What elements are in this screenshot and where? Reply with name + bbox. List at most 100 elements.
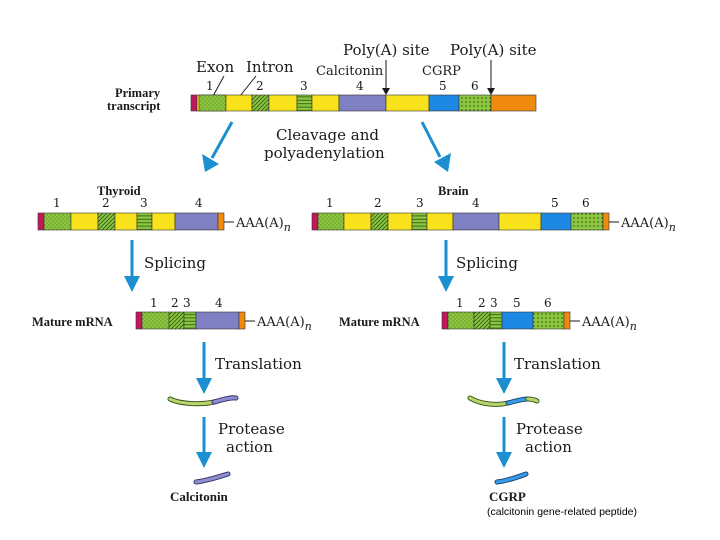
brain-mrna-polya-tail: AAA(A)n — [581, 315, 637, 333]
cgrp-full-name: (calcitonin gene-related peptide) — [487, 506, 637, 518]
brain-exon-4 — [452, 212, 500, 231]
thyroid-exon-number-4: 4 — [195, 196, 203, 210]
cleavage-arrow-left — [202, 121, 234, 172]
cgrp-site-label: CGRP — [422, 64, 461, 79]
calcitonin-peptide — [193, 471, 231, 485]
mature-mrna-label-right: Mature mRNA — [339, 315, 420, 329]
brain-exon-number-1: 1 — [326, 196, 334, 210]
thyroid-polya-tail: AAA(A)n — [235, 216, 291, 234]
brain-intron-1 — [343, 212, 372, 231]
primary-intron-c — [268, 94, 298, 112]
thyroid-mature-mrna-bar — [135, 311, 246, 330]
brain-mrna-exon-number-6: 6 — [544, 296, 552, 310]
splicing-label-left: Splicing — [144, 254, 206, 272]
protease-label-left-line1: Protease — [218, 420, 285, 438]
protease-label-right: Protease action — [516, 420, 588, 456]
translation-label-left: Translation — [215, 355, 302, 373]
brain-exon-2 — [370, 212, 389, 231]
brain-polya-sub: n — [669, 221, 676, 234]
brain-mrna-exon-2 — [473, 311, 491, 330]
brain-exon-number-5: 5 — [551, 196, 559, 210]
cgrp-peptide — [494, 471, 529, 485]
brain-mrna-exon-3 — [489, 311, 503, 330]
thyroid-mrna-tail-marker — [238, 311, 246, 330]
primary-intron-b — [225, 94, 253, 112]
primary-exon-number-1: 1 — [206, 79, 214, 93]
primary-transcript-label-line1: Primary — [115, 86, 161, 100]
primary-intron-d — [311, 94, 340, 112]
primary-exon-3 — [296, 94, 313, 112]
thyroid-mrna-cap — [135, 311, 143, 330]
thyroid-exon-3 — [136, 212, 153, 231]
primary-intron-e — [385, 94, 430, 112]
thyroid-mrna-polya-base: AAA(A) — [256, 315, 305, 330]
thyroid-polya-base: AAA(A) — [235, 216, 284, 231]
brain-mrna-exon-number-1: 1 — [456, 296, 464, 310]
primary-transcript-label: Primary transcript — [107, 86, 163, 113]
cleavage-label-line2: polyadenylation — [264, 144, 385, 162]
brain-polya-tail: AAA(A)n — [620, 216, 676, 234]
cleavage-label-line1: Cleavage and — [276, 126, 379, 144]
thyroid-exon-4 — [174, 212, 219, 231]
translation-arrow-right — [496, 342, 512, 394]
thyroid-intron-2 — [114, 212, 138, 231]
splicing-label-right: Splicing — [456, 254, 518, 272]
primary-exon-number-3: 3 — [300, 79, 308, 93]
thyroid-mrna-exon-number-1: 1 — [150, 296, 158, 310]
intron-label: Intron — [246, 58, 294, 76]
thyroid-mrna-exon-number-2: 2 — [171, 296, 179, 310]
thyroid-label: Thyroid — [97, 184, 141, 198]
calcitonin-precursor-peptide — [167, 395, 239, 407]
thyroid-exon-number-1: 1 — [53, 196, 61, 210]
polya-site-label-2: Poly(A) site — [450, 41, 537, 59]
thyroid-exon-number-2: 2 — [102, 196, 110, 210]
primary-exon-4 — [338, 94, 387, 112]
polya-site-arrow-1 — [382, 60, 390, 95]
brain-mrna-exon-number-3: 3 — [490, 296, 498, 310]
primary-exon-6 — [458, 94, 492, 112]
intron-pointer — [239, 75, 257, 97]
primary-exon-2 — [251, 94, 270, 112]
splicing-arrow-left — [124, 240, 140, 292]
primary-cap — [190, 94, 198, 112]
brain-exon-3 — [411, 212, 428, 231]
thyroid-mrna-polya-tail: AAA(A)n — [256, 315, 312, 333]
brain-polya-base: AAA(A) — [620, 216, 669, 231]
brain-mrna-exon-number-2: 2 — [478, 296, 486, 310]
thyroid-mrna-exon-number-4: 4 — [215, 296, 223, 310]
brain-mrna-exon-1 — [447, 311, 475, 330]
thyroid-mrna-exon-3 — [183, 311, 197, 330]
thyroid-mrna-exon-1 — [141, 311, 170, 330]
protease-label-right-line1: Protease — [516, 420, 583, 438]
primary-exon-1 — [198, 94, 227, 112]
primary-transcript-label-line2: transcript — [107, 99, 161, 113]
thyroid-mrna-exon-number-3: 3 — [183, 296, 191, 310]
thyroid-exon-number-3: 3 — [140, 196, 148, 210]
primary-exon-number-6: 6 — [471, 79, 479, 93]
cgrp-product-label: CGRP — [489, 489, 526, 504]
primary-tail — [490, 94, 537, 112]
brain-intron-3 — [426, 212, 454, 231]
brain-mrna-exon-6 — [532, 311, 565, 330]
thyroid-tail-marker — [217, 212, 225, 231]
brain-exon-number-4: 4 — [472, 196, 480, 210]
brain-exon-number-2: 2 — [374, 196, 382, 210]
brain-exon-number-3: 3 — [416, 196, 424, 210]
thyroid-mrna-polya-sub: n — [305, 320, 312, 333]
brain-intron-2 — [387, 212, 413, 231]
mature-mrna-label-left: Mature mRNA — [32, 315, 113, 329]
protease-label-left-line2: action — [226, 438, 273, 456]
brain-exon-6 — [570, 212, 604, 231]
protease-arrow-right — [496, 417, 512, 468]
brain-tail-marker — [602, 212, 610, 231]
primary-exon-number-5: 5 — [439, 79, 447, 93]
thyroid-mrna-exon-2 — [168, 311, 185, 330]
thyroid-exon-1 — [43, 212, 72, 231]
brain-exon-number-6: 6 — [582, 196, 590, 210]
splicing-arrow-right — [438, 240, 454, 292]
calcitonin-site-label: Calcitonin — [316, 64, 384, 79]
cleavage-arrow-right — [420, 121, 451, 172]
translation-arrow-left — [196, 342, 212, 394]
protease-label-right-line2: action — [525, 438, 572, 456]
